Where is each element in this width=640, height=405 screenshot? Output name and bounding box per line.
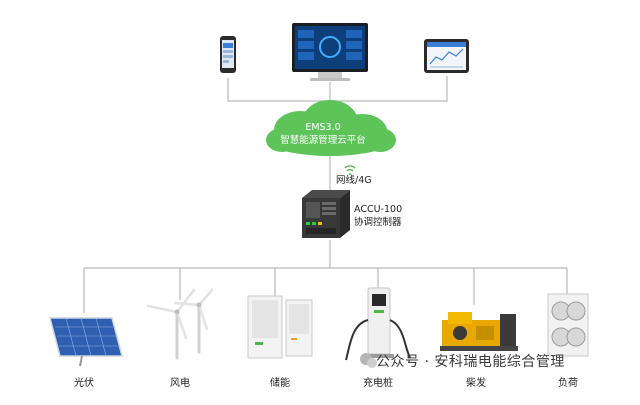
desktop-monitor-icon <box>292 23 368 81</box>
tablet-icon <box>424 39 469 73</box>
ev-charger-icon <box>345 287 411 361</box>
diesel-generator-icon <box>440 312 518 351</box>
cloud-shape <box>266 100 396 156</box>
wechat-icon <box>360 353 377 368</box>
wifi-icon <box>344 165 356 175</box>
wind-turbine-icon <box>146 288 214 360</box>
device-label-storage: 储能 <box>270 378 290 389</box>
cloud-subtitle: 智慧能源管理云平台 <box>280 135 366 146</box>
air-conditioner-load-icon <box>547 293 589 357</box>
device-label-load: 负荷 <box>558 378 578 389</box>
controller-device-icon <box>302 190 350 238</box>
solar-panel-icon <box>49 317 123 367</box>
controller-model: ACCU-100 <box>354 204 403 215</box>
link-label: 网线/4G <box>336 175 372 186</box>
device-label-generator: 柴发 <box>466 378 486 389</box>
controller-name: 协调控制器 <box>354 217 402 228</box>
energy-storage-cabinet-icon <box>247 295 313 359</box>
device-label-solar: 光伏 <box>74 378 94 389</box>
cloud-title: EMS3.0 <box>305 122 341 133</box>
device-label-wind: 风电 <box>170 378 190 389</box>
smartphone-icon <box>220 36 236 73</box>
watermark-text: 公众号 · 安科瑞电能综合管理 <box>376 354 565 370</box>
device-label-charger: 充电桩 <box>363 378 393 389</box>
